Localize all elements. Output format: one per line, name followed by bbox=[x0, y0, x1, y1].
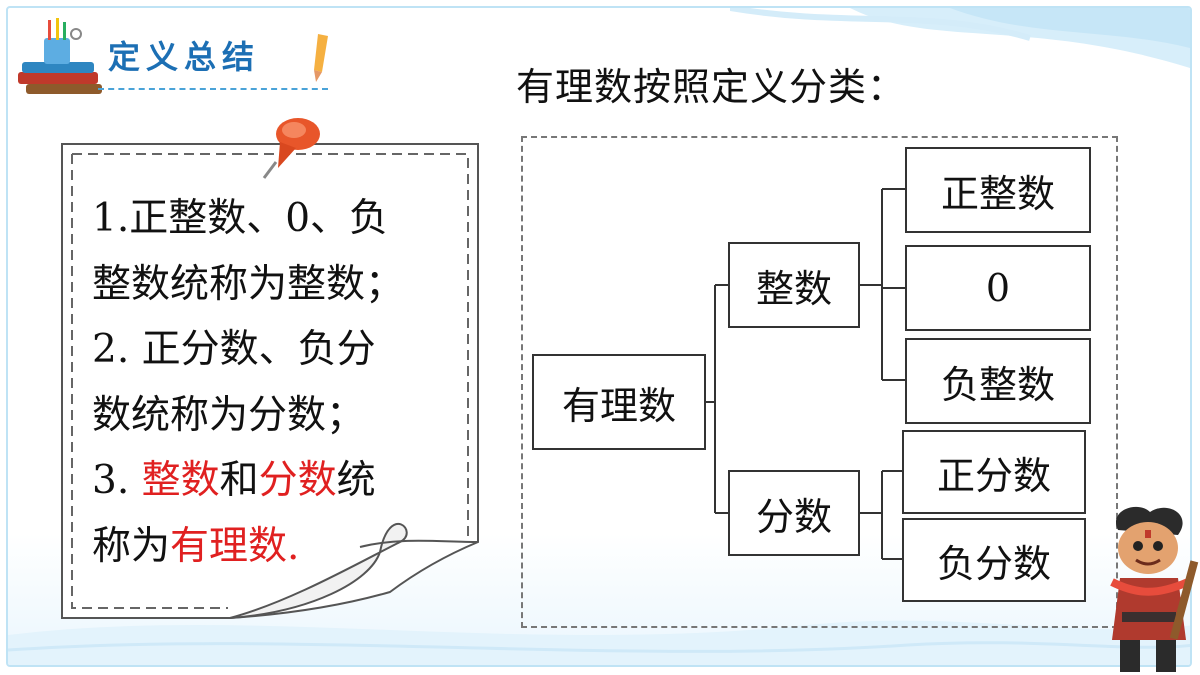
text-segment: . bbox=[287, 523, 300, 569]
node-positive-integer: 正整数 bbox=[905, 147, 1091, 233]
classification-box bbox=[521, 136, 1118, 628]
mascot-character bbox=[1110, 506, 1199, 672]
node-rational: 有理数 bbox=[532, 354, 706, 450]
text-segment: 统 bbox=[336, 458, 376, 503]
pencil-icon bbox=[314, 34, 328, 82]
note-card bbox=[61, 143, 479, 619]
title-underline bbox=[98, 88, 328, 90]
page-heading: 有理数按照定义分类： bbox=[516, 65, 907, 109]
highlight-fraction: 分数 bbox=[258, 458, 337, 503]
bottom-wave-decoration bbox=[8, 620, 1190, 665]
definition-text: 1.正整数、0、负 整数统称为整数； 2. 正分数、负分 数统称为分数； 3. … bbox=[92, 186, 462, 579]
definition-line: 3. 整数和分数统 bbox=[92, 448, 462, 514]
section-title: 定义总结 bbox=[108, 38, 261, 76]
definition-line: 2. 正分数、负分 bbox=[92, 327, 376, 372]
node-negative-fraction: 负分数 bbox=[902, 518, 1086, 602]
section-badge bbox=[14, 14, 334, 100]
highlight-integer: 整数 bbox=[141, 458, 220, 503]
node-positive-fraction: 正分数 bbox=[902, 430, 1086, 514]
node-fraction: 分数 bbox=[728, 470, 860, 556]
definition-line: 数统称为分数； bbox=[92, 392, 366, 438]
pushpin-icon bbox=[262, 118, 320, 179]
text-segment: 称为 bbox=[92, 523, 171, 569]
node-integer: 整数 bbox=[728, 242, 860, 328]
node-zero: 0 bbox=[905, 245, 1091, 331]
books-icon bbox=[18, 18, 102, 94]
definition-line: 整数统称为整数； bbox=[92, 261, 405, 307]
top-wave-decoration bbox=[730, 8, 1190, 68]
definition-line: 1.正整数、0、负 bbox=[92, 196, 389, 241]
text-segment: 3. bbox=[92, 458, 142, 503]
definition-line: 称为有理数. bbox=[92, 514, 462, 580]
node-negative-integer: 负整数 bbox=[905, 338, 1091, 424]
text-segment: 和 bbox=[219, 458, 259, 503]
highlight-rational: 有理数 bbox=[170, 523, 288, 569]
